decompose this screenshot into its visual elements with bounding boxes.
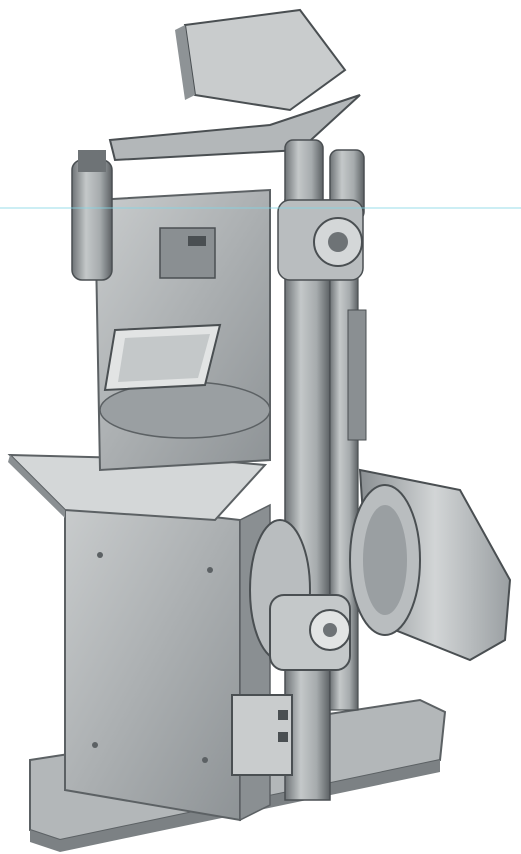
drive-drum bbox=[349, 468, 512, 662]
switch-box bbox=[231, 694, 293, 776]
turret-housing bbox=[93, 188, 271, 472]
hopper bbox=[108, 8, 361, 162]
left-roller bbox=[71, 150, 113, 281]
main-column bbox=[277, 139, 367, 801]
gearbox bbox=[249, 519, 351, 671]
